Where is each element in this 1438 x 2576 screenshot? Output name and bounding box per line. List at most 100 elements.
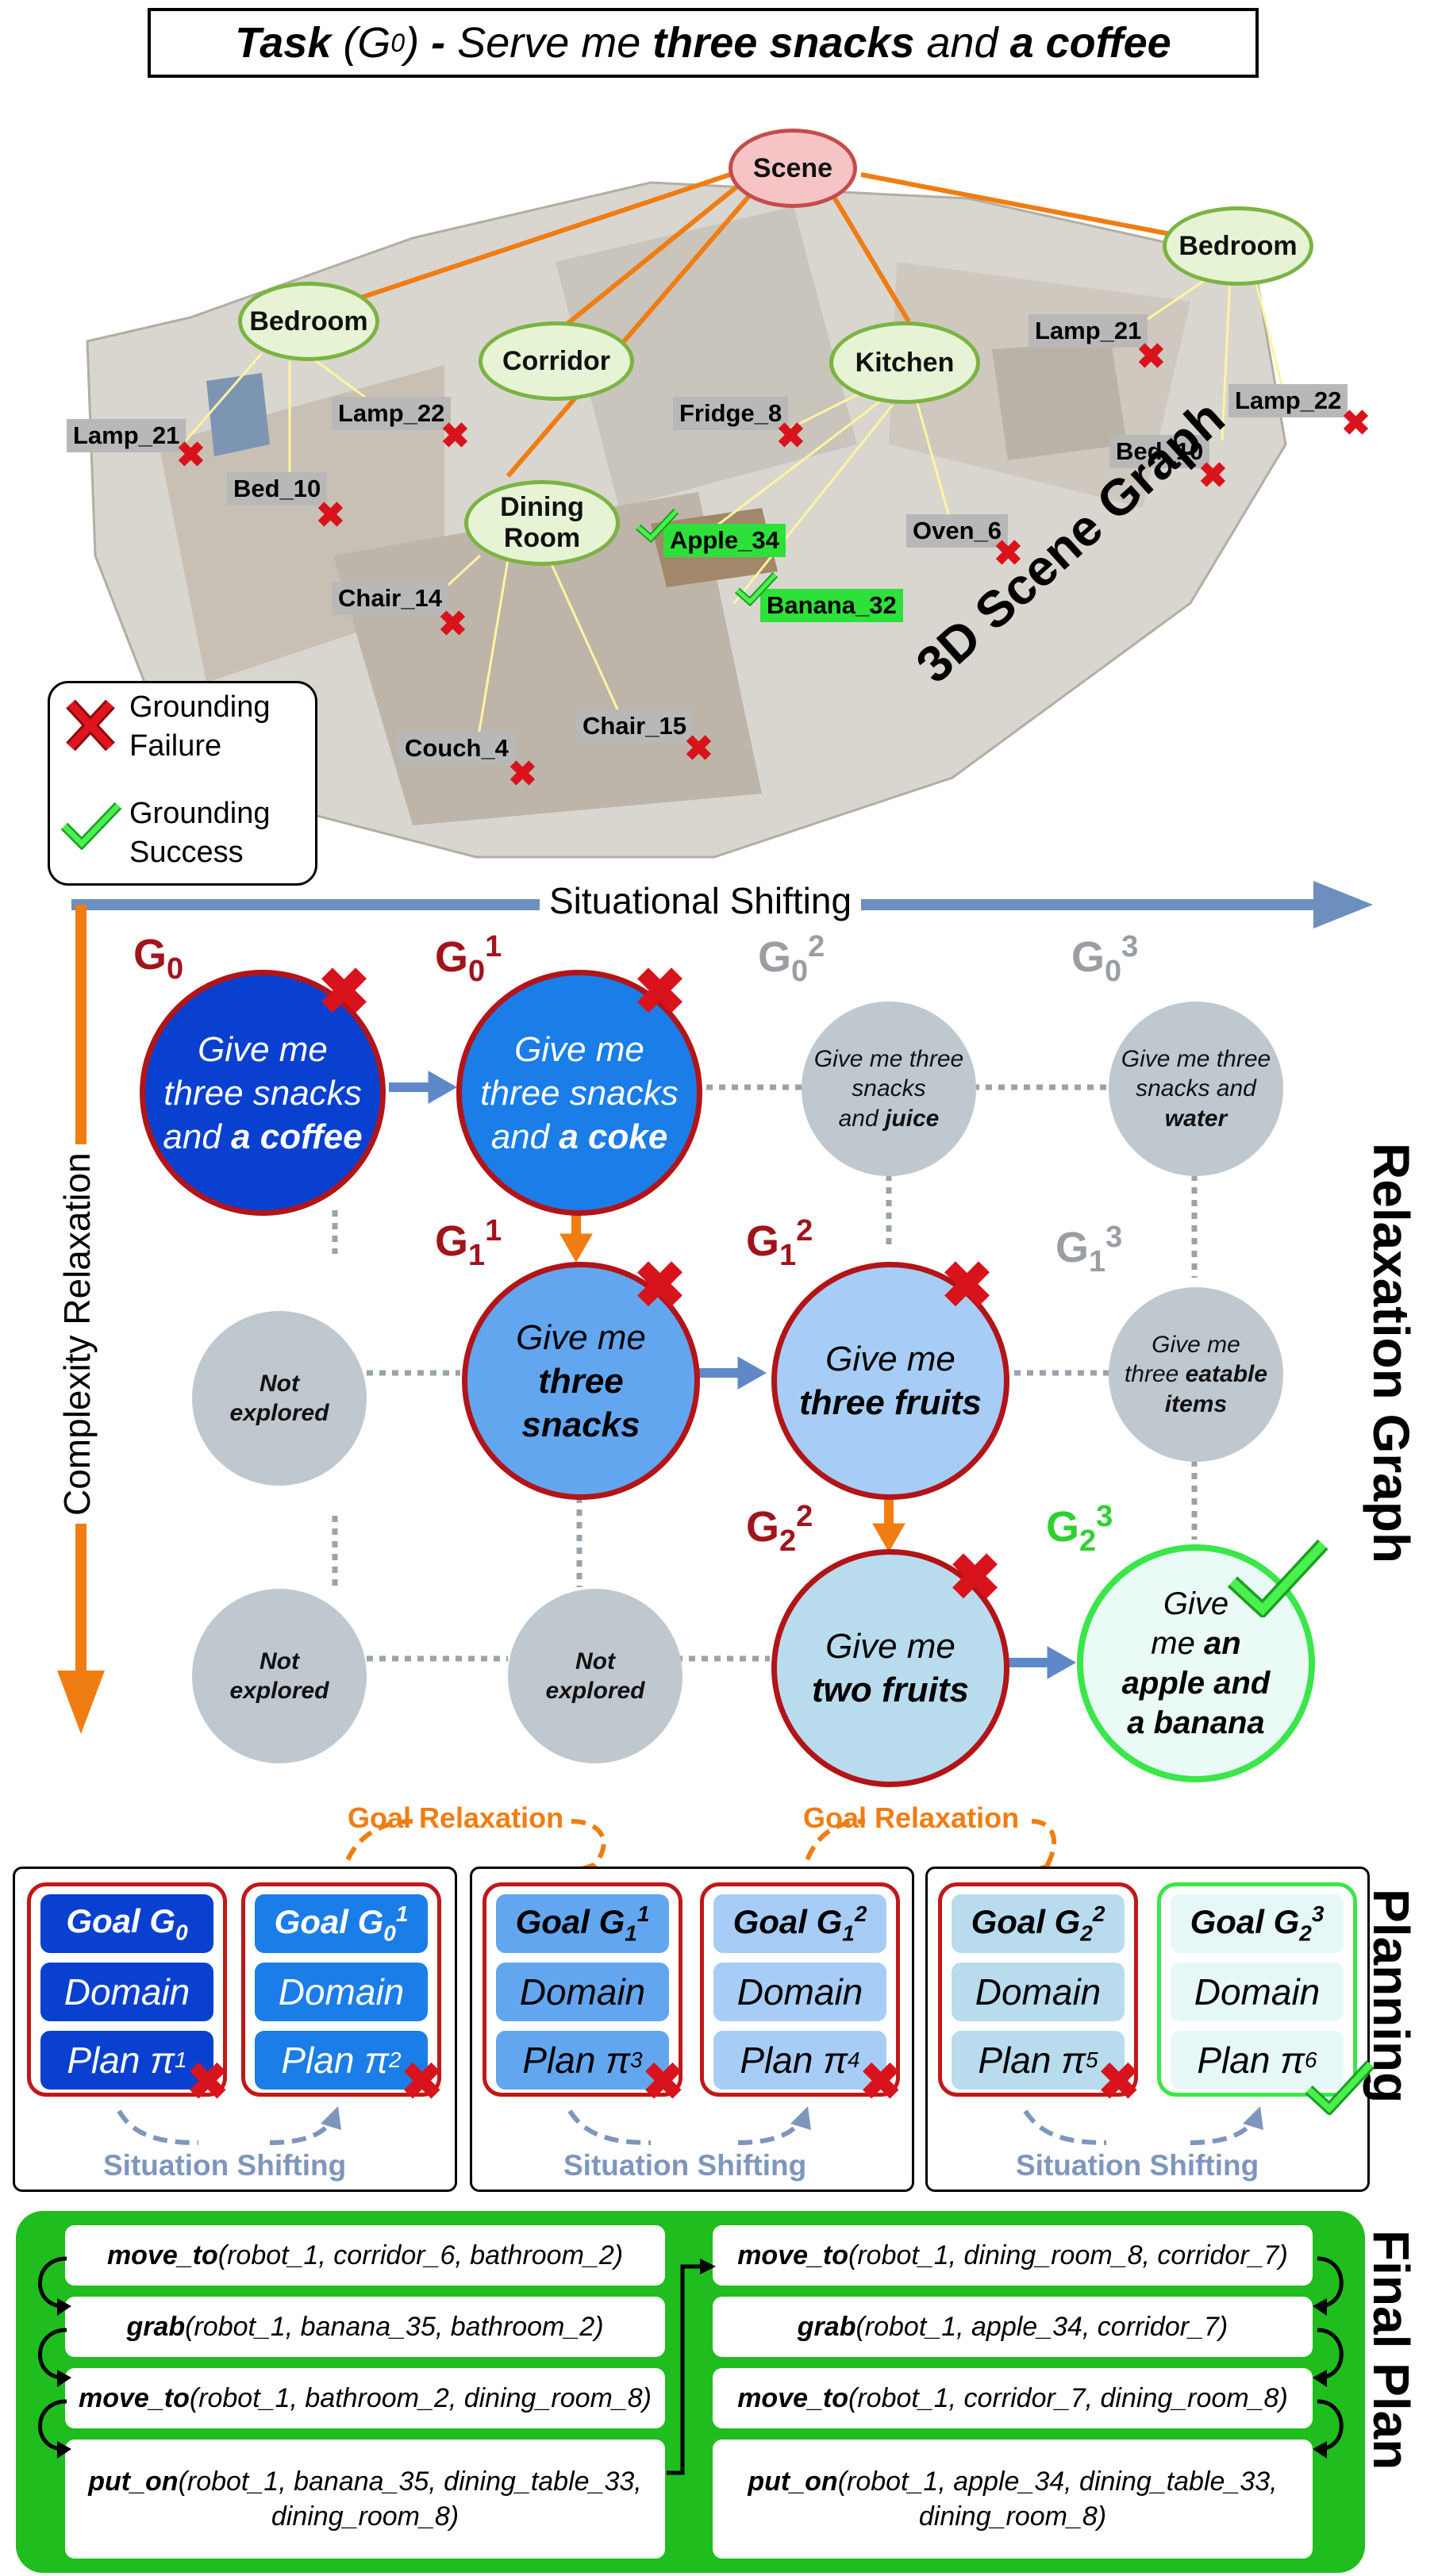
- task-mid: and: [914, 19, 1010, 67]
- object-tag: Lamp_22: [332, 397, 452, 430]
- domain-cell: Domain: [255, 1963, 428, 2021]
- task-prefix: Task: [235, 19, 332, 67]
- fail-x-icon: [66, 699, 115, 752]
- room-label: Dining Room: [500, 491, 584, 553]
- fail-x-icon: ✖: [440, 417, 470, 456]
- goal-relaxation-label-1: Goal Relaxation: [348, 1801, 564, 1834]
- fail-x-icon: ✖: [508, 755, 537, 794]
- object-tag: Chair_15: [576, 709, 693, 743]
- goal-cell: Goal G11: [496, 1894, 669, 1953]
- situation-shifting-label-3: Situation Shifting: [1016, 2149, 1259, 2182]
- fail-x-icon: ✖: [186, 2053, 229, 2110]
- fail-x-icon: ✖: [948, 1542, 1002, 1613]
- room-node-corridor: Corridor: [479, 321, 634, 401]
- planning-title: Planning: [1363, 1889, 1420, 2104]
- situational-axis-arrow: [1313, 881, 1373, 929]
- fail-x-icon: ✖: [1136, 337, 1166, 376]
- object-tag: Lamp_21: [1029, 314, 1148, 348]
- goal-cell: Goal G12: [713, 1894, 886, 1953]
- goal-cell: Goal G23: [1171, 1894, 1344, 1953]
- fail-x-icon: ✖: [1198, 456, 1228, 495]
- legend-success-label: Grounding Success: [129, 797, 271, 870]
- success-check-icon: [60, 802, 122, 850]
- room-node-bedroom-left: Bedroom: [238, 282, 379, 361]
- situation-shifting-arrows: [117, 2106, 1263, 2145]
- task-goal-letter: G: [357, 19, 391, 67]
- fail-x-icon: ✖: [1341, 404, 1371, 443]
- node-label-g03: G03: [1071, 930, 1139, 988]
- room-block: [556, 206, 857, 508]
- fail-x-icon: ✖: [684, 729, 713, 768]
- plan-step-left-3: move_to(robot_1, bathroom_2, dining_room…: [65, 2368, 665, 2428]
- goal-relaxation-label-2: Goal Relaxation: [803, 1801, 1020, 1834]
- fail-x-icon: ✖: [401, 2053, 444, 2110]
- success-check-icon: [1304, 2059, 1375, 2119]
- plan-step-right-4: put_on(robot_1, apple_34, dining_table_3…: [713, 2440, 1313, 2559]
- situation-shifting-label-1: Situation Shifting: [103, 2149, 347, 2182]
- domain-cell: Domain: [496, 1963, 669, 2021]
- object-tag-success: Banana_32: [760, 589, 903, 622]
- object-tag-success: Apple_34: [663, 524, 786, 557]
- scene-root-node: Scene: [729, 129, 857, 208]
- node-label-g22: G22: [746, 1500, 813, 1558]
- object-tag: Oven_6: [906, 514, 1009, 548]
- fail-x-icon: ✖: [859, 2053, 902, 2110]
- fail-x-icon: ✖: [316, 496, 345, 535]
- domain-cell: Domain: [1171, 1963, 1344, 2021]
- task-goal-sub: 0: [390, 28, 406, 57]
- edge-scene-bedroom-right: [860, 172, 1171, 236]
- fail-x-icon: ✖: [633, 1250, 687, 1321]
- room-node-kitchen: Kitchen: [829, 321, 980, 404]
- room-block: [206, 373, 270, 456]
- room-block: [992, 341, 1127, 460]
- plan-step-left-1: move_to(robot_1, corridor_6, bathroom_2): [65, 2225, 665, 2286]
- task-bold2: a coffee: [1009, 19, 1171, 67]
- scene-root-label: Scene: [752, 152, 833, 183]
- fail-x-icon: ✖: [994, 534, 1023, 573]
- object-tag: Lamp_22: [1228, 384, 1348, 417]
- success-check-icon: [636, 508, 679, 543]
- room-label: Kitchen: [855, 347, 955, 378]
- object-tag: Bed_10: [227, 472, 328, 506]
- goal-cell: Goal G22: [952, 1894, 1125, 1953]
- room-node-bedroom-right: Bedroom: [1163, 206, 1313, 286]
- object-tag: Bed_10: [1109, 435, 1210, 468]
- object-tag: Couch_4: [398, 732, 515, 765]
- edge-scene-kitchen: [823, 181, 911, 323]
- fail-x-icon: ✖: [642, 2053, 685, 2110]
- fail-x-icon: ✖: [776, 417, 806, 456]
- grounding-legend: Grounding Failure Grounding Success: [48, 681, 317, 886]
- plan-step-right-1: move_to(robot_1, dining_room_8, corridor…: [713, 2225, 1313, 2286]
- room-label: Bedroom: [249, 306, 368, 336]
- edge-scene-bedroom-left: [348, 172, 731, 304]
- edge-scene-corridor: [554, 180, 744, 336]
- situation-shifting-label-2: Situation Shifting: [563, 2149, 807, 2182]
- room-label: Bedroom: [1178, 230, 1298, 261]
- final-plan-flow-arrows: [38, 2256, 1344, 2475]
- plan-step-right-2: grab(robot_1, apple_34, corridor_7): [713, 2297, 1313, 2357]
- node-label-g0: G0: [133, 931, 184, 986]
- node-label-g13: G13: [1055, 1221, 1123, 1278]
- goal-cell: Goal G01: [255, 1894, 428, 1953]
- relaxation-graph-title: Relaxation Graph: [1363, 1143, 1420, 1563]
- plan-step-left-2: grab(robot_1, banana_35, bathroom_2): [65, 2297, 665, 2357]
- success-check-icon: [1227, 1539, 1328, 1617]
- node-label-g01: G01: [435, 930, 502, 988]
- task-bold1: three snacks: [652, 19, 915, 67]
